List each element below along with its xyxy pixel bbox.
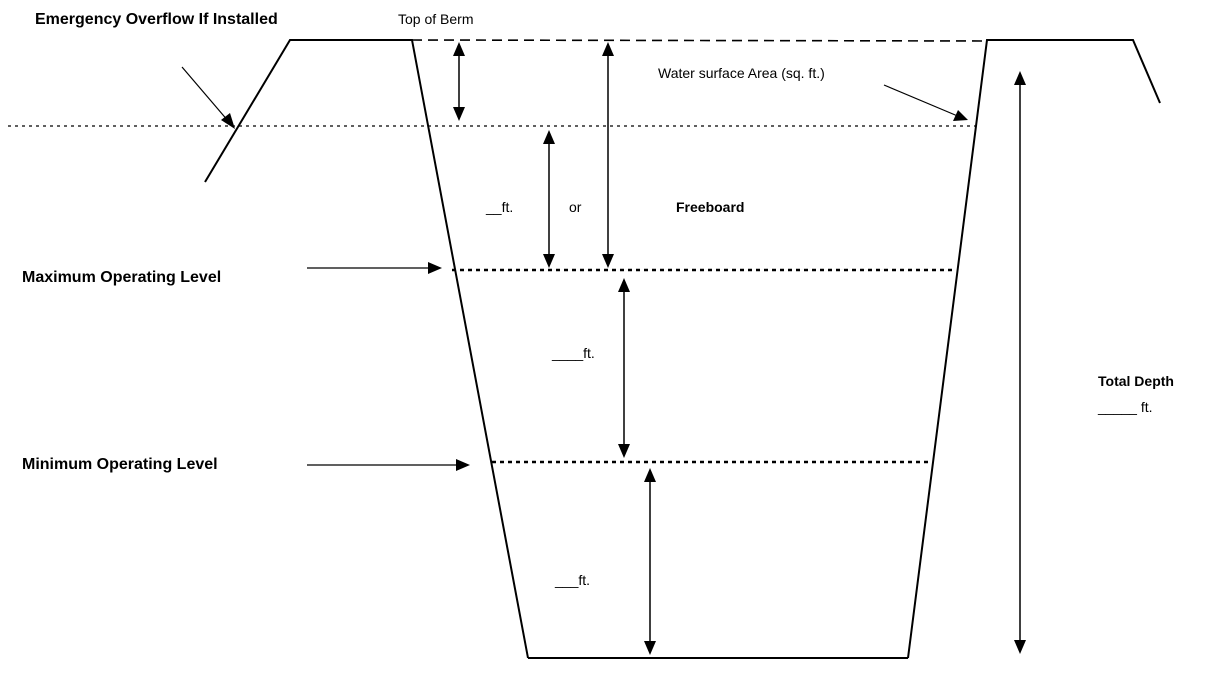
water-surface-area-label: Water surface Area (sq. ft.) [658,65,825,81]
operating-range-ft-label: ____ft. [551,345,595,361]
operating-range-dimension-arrow [618,278,630,458]
max-operating-level-label: Maximum Operating Level [22,269,221,286]
berm-to-water-dimension-arrow [453,42,465,121]
min-operating-level-label: Minimum Operating Level [22,456,218,473]
left-berm-outline [204,39,529,659]
top-of-berm-label: Top of Berm [398,11,473,27]
total-depth-label: Total Depth [1098,373,1174,389]
min-level-pointer-arrow [307,459,470,471]
top-of-berm-line [411,39,988,42]
freeboard-label: Freeboard [676,199,744,215]
total-depth-dimension-arrow [1014,71,1026,654]
or-label: or [569,199,582,215]
emergency-overflow-pointer [181,66,235,129]
freeboard-dimension-arrow [543,130,555,268]
bottom-ft-label: ___ft. [554,572,590,588]
bottom-depth-dimension-arrow [644,468,656,655]
right-berm-outline [907,39,1161,659]
basin-outline [204,39,1161,659]
total-depth-ft-label: _____ ft. [1097,399,1153,415]
freeboard-ft-label: __ft. [485,199,513,215]
max-level-pointer-arrow [307,262,442,274]
berm-to-max-dimension-arrow [602,42,614,268]
water-surface-pointer [883,84,968,121]
emergency-overflow-label: Emergency Overflow If Installed [35,11,278,28]
